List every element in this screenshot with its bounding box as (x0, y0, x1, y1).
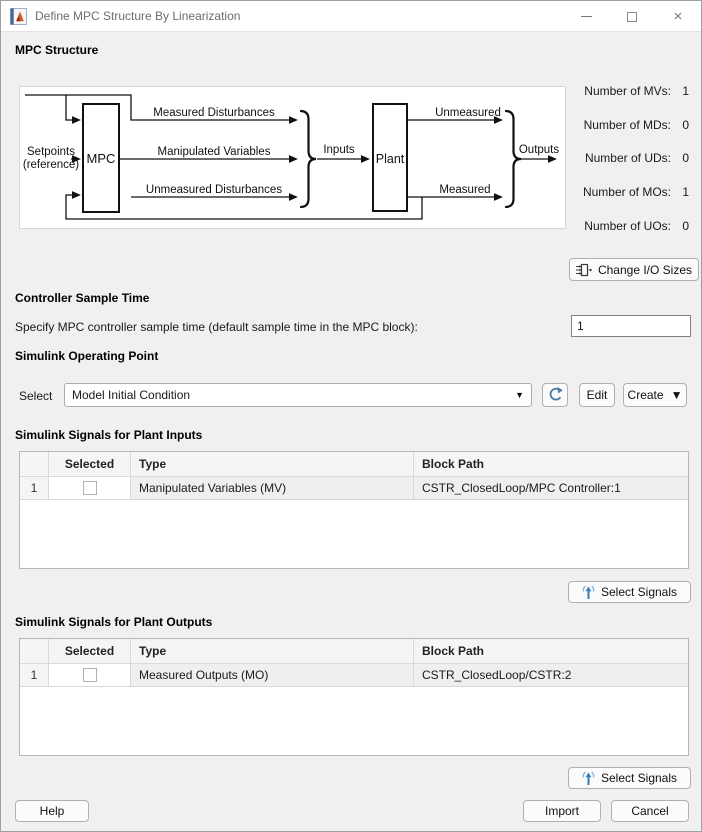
outputs-table-heading: Simulink Signals for Plant Outputs (15, 615, 213, 629)
block-path-cell: CSTR_ClosedLoop/CSTR:2 (414, 664, 688, 686)
mpc-structure-diagram: Measured Disturbances Manipulated Variab… (19, 86, 566, 229)
label-measured: Measured (439, 184, 490, 196)
change-io-sizes-button[interactable]: Change I/O Sizes (569, 258, 699, 281)
mpc-structure-heading: MPC Structure (15, 43, 99, 57)
matlab-app-icon (10, 7, 27, 25)
io-sizes-icon (575, 263, 592, 276)
io-count-mvs: Number of MVs:1 (584, 84, 689, 98)
col-header-selected[interactable]: Selected (49, 452, 131, 476)
col-header-type[interactable]: Type (131, 452, 414, 476)
operating-point-selected-value: Model Initial Condition (72, 388, 191, 402)
plant-inputs-table: Selected Type Block Path 1 Manipulated V… (19, 451, 689, 569)
table-row[interactable]: 1 Measured Outputs (MO) CSTR_ClosedLoop/… (20, 664, 688, 687)
label-setpoints-2: (reference) (23, 159, 79, 171)
select-signals-label: Select Signals (600, 771, 678, 785)
col-header-selected[interactable]: Selected (49, 639, 131, 663)
select-label: Select (19, 389, 53, 403)
edit-button-label: Edit (586, 388, 608, 402)
block-path-cell: CSTR_ClosedLoop/MPC Controller:1 (414, 477, 688, 499)
inputs-table-header-row: Selected Type Block Path (20, 452, 688, 477)
row-number: 1 (20, 477, 49, 499)
chevron-down-icon: ▼ (515, 390, 524, 400)
table-row[interactable]: 1 Manipulated Variables (MV) CSTR_Closed… (20, 477, 688, 500)
selected-checkbox[interactable] (82, 481, 97, 495)
select-input-signals-button[interactable]: Select Signals (568, 581, 691, 603)
label-setpoints-1: Setpoints (27, 146, 75, 158)
sample-time-label: Specify MPC controller sample time (defa… (15, 320, 418, 334)
create-button[interactable]: Create ▼ (623, 383, 687, 407)
mpc-structure-diagram-svg: Measured Disturbances Manipulated Variab… (23, 94, 560, 220)
label-mpc-block: MPC (87, 151, 116, 166)
col-header-block-path[interactable]: Block Path (422, 457, 485, 471)
mpc-block-rect (82, 103, 120, 213)
window-title: Define MPC Structure By Linearization (35, 9, 241, 23)
col-header-type[interactable]: Type (131, 639, 414, 663)
edit-button[interactable]: Edit (579, 383, 615, 407)
signal-antenna-icon (582, 585, 595, 599)
sample-time-heading: Controller Sample Time (15, 291, 150, 305)
signal-antenna-icon (582, 771, 595, 785)
brace-icons (299, 109, 522, 209)
cancel-button[interactable]: Cancel (611, 800, 689, 822)
title-bar: Define MPC Structure By Linearization × (1, 1, 701, 32)
create-button-label: Create (627, 388, 664, 402)
import-button-label: Import (544, 804, 579, 818)
label-outputs: Outputs (519, 144, 560, 156)
chevron-down-icon: ▼ (670, 388, 683, 402)
minimize-button[interactable] (563, 1, 609, 32)
plant-outputs-table: Selected Type Block Path 1 Measured Outp… (19, 638, 689, 756)
refresh-icon (549, 387, 563, 401)
plant-block-rect (372, 103, 408, 212)
row-number: 1 (20, 664, 49, 686)
close-icon: × (673, 8, 683, 25)
operating-point-dropdown[interactable]: Model Initial Condition ▼ (64, 383, 532, 407)
import-button[interactable]: Import (523, 800, 601, 822)
col-header-block-path[interactable]: Block Path (422, 644, 485, 658)
help-button[interactable]: Help (15, 800, 89, 822)
maximize-icon (627, 11, 637, 22)
label-plant-block: Plant (376, 152, 405, 166)
help-button-label: Help (39, 804, 65, 818)
sample-time-value: 1 (577, 319, 584, 333)
selected-checkbox[interactable] (82, 668, 97, 682)
select-output-signals-button[interactable]: Select Signals (568, 767, 691, 789)
change-io-sizes-label: Change I/O Sizes (597, 262, 693, 277)
io-count-uds: Number of UDs:0 (584, 151, 689, 165)
maximize-button[interactable] (609, 1, 655, 32)
io-count-uos: Number of UOs:0 (584, 219, 689, 233)
outputs-table-header-row: Selected Type Block Path (20, 639, 688, 664)
sample-time-input[interactable]: 1 (571, 315, 691, 337)
signal-type-cell: Manipulated Variables (MV) (131, 477, 414, 499)
refresh-button[interactable] (542, 383, 568, 407)
label-manipulated-variables: Manipulated Variables (158, 146, 271, 158)
operating-point-heading: Simulink Operating Point (15, 349, 159, 363)
close-button[interactable]: × (655, 1, 701, 32)
minimize-icon (580, 16, 592, 17)
label-unmeasured: Unmeasured (435, 107, 501, 119)
select-signals-label: Select Signals (600, 585, 678, 599)
label-measured-disturbances: Measured Disturbances (153, 107, 275, 119)
signal-type-cell: Measured Outputs (MO) (131, 664, 414, 686)
label-inputs: Inputs (323, 144, 355, 156)
cancel-button-label: Cancel (631, 804, 669, 818)
label-unmeasured-disturbances: Unmeasured Disturbances (146, 184, 282, 196)
inputs-table-heading: Simulink Signals for Plant Inputs (15, 428, 203, 442)
io-count-mos: Number of MOs:1 (582, 185, 689, 199)
io-count-mds: Number of MDs:0 (583, 118, 689, 132)
